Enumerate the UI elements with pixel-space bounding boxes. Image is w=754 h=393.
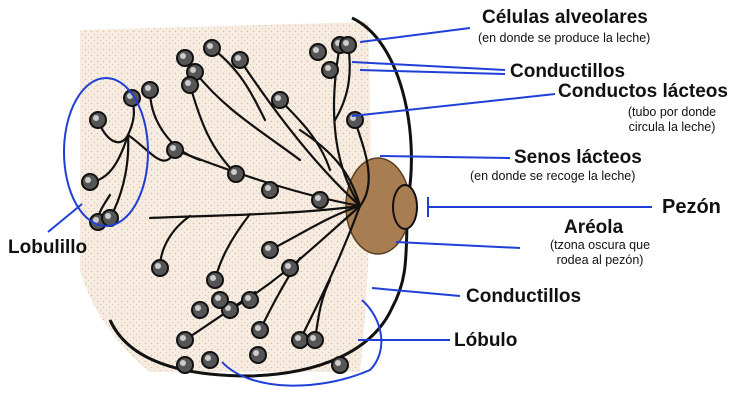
lobule-node — [332, 357, 348, 373]
lobule-node — [292, 332, 308, 348]
leader-lobulillo — [48, 204, 82, 232]
lobule-node — [272, 92, 288, 108]
note-celulas-alveolares: (en donde se produce la leche) — [478, 32, 650, 45]
label-senos-lacteos: Senos lácteos — [514, 148, 642, 167]
lobule-node — [282, 260, 298, 276]
lobule-node — [310, 44, 326, 60]
label-conductillos-top: Conductillos — [510, 62, 625, 81]
note-conductos-lacteos-1: (tubo por donde — [612, 106, 732, 119]
label-conductos-lacteos: Conductos lácteos — [558, 82, 728, 101]
lobule-node — [177, 332, 193, 348]
label-pezon: Pezón — [662, 197, 721, 217]
leader-areola — [396, 242, 520, 248]
note-conductos-lacteos-2: circula la leche) — [612, 121, 732, 134]
lobule-node — [152, 260, 168, 276]
lobule-node — [177, 50, 193, 66]
lobule-node — [90, 112, 106, 128]
lobule-node — [262, 182, 278, 198]
lobule-node — [252, 322, 268, 338]
leader-celulas — [360, 28, 470, 42]
lobule-node — [242, 292, 258, 308]
lobule-node — [228, 166, 244, 182]
lobule-node — [177, 357, 193, 373]
lobule-node — [167, 142, 183, 158]
lobule-node — [262, 242, 278, 258]
nipple-shape — [393, 185, 417, 229]
leader-conductos — [352, 94, 555, 116]
leader-conductillos-b — [360, 70, 505, 74]
lobule-node — [312, 192, 328, 208]
lobule-node — [82, 174, 98, 190]
lobule-node — [142, 82, 158, 98]
leader-conductillos-a — [352, 62, 505, 70]
lobule-node — [212, 292, 228, 308]
lobule-node — [322, 62, 338, 78]
lobule-node — [207, 272, 223, 288]
label-areola: Aréola — [564, 218, 623, 237]
note-senos-lacteos: (en donde se recoge la leche) — [470, 170, 635, 183]
leader-senos — [380, 156, 510, 158]
lobule-node — [192, 302, 208, 318]
lobule-node — [202, 352, 218, 368]
label-lobulillo: Lobulillo — [8, 238, 87, 257]
lobule-node — [182, 77, 198, 93]
lobule-node — [250, 347, 266, 363]
label-conductillos-bottom: Conductillos — [466, 287, 581, 306]
lobule-node — [232, 52, 248, 68]
note-areola-1: (tzona oscura que — [530, 239, 670, 252]
label-celulas-alveolares: Células alveolares — [482, 8, 648, 27]
note-areola-2: rodea al pezón) — [530, 254, 670, 267]
leader-conductillos-bottom — [372, 288, 460, 296]
label-lobulo: Lóbulo — [454, 331, 517, 350]
lobule-node — [204, 40, 220, 56]
lobule-node — [307, 332, 323, 348]
lobule-node — [340, 37, 356, 53]
